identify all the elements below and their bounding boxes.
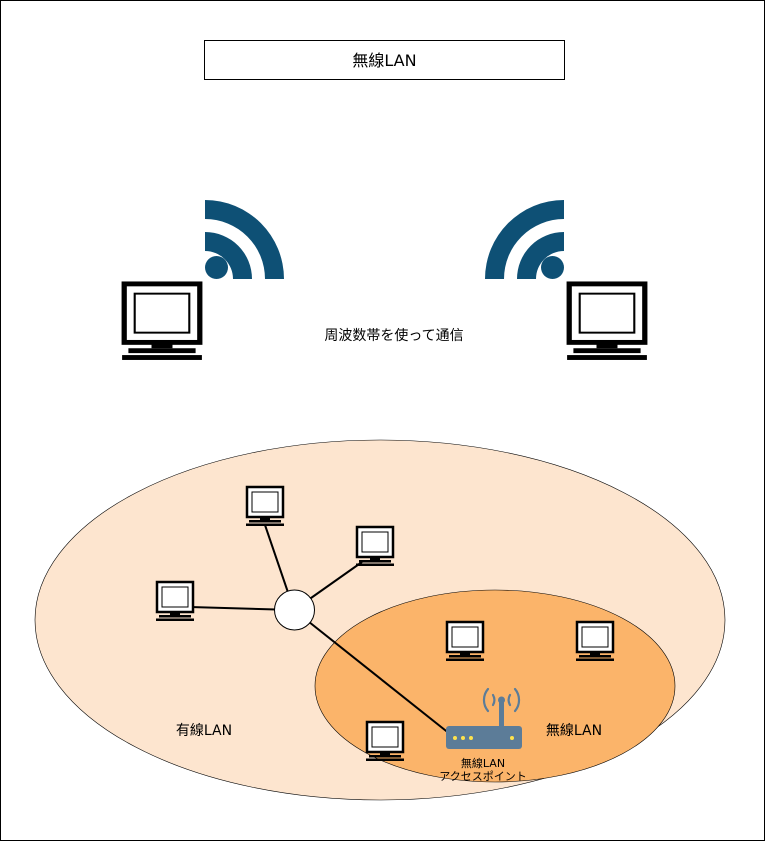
right-wifi-icon	[485, 200, 564, 279]
wired-computer-right	[354, 525, 396, 568]
wireless-computer-1	[444, 620, 486, 663]
left-wifi-icon	[205, 200, 284, 279]
right-computer-icon	[567, 284, 647, 360]
wireless-lan-label: 無線LAN	[546, 723, 602, 739]
hub-node	[274, 589, 315, 631]
wireless-router-icon	[446, 687, 522, 749]
wireless-computer-3	[364, 720, 406, 763]
wired-lan-label: 有線LAN	[176, 723, 232, 739]
wireless-comm-label: 周波数帯を使って通信	[324, 327, 463, 344]
access-point-label-line1: 無線LAN	[461, 756, 505, 770]
title-box: 無線LAN	[204, 40, 565, 80]
page-title: 無線LAN	[352, 51, 416, 70]
left-computer-icon	[122, 284, 202, 360]
access-point-label-line2: アクセスポイント	[439, 770, 526, 783]
wired-computer-top	[244, 485, 286, 528]
wireless-computer-2	[574, 620, 616, 663]
wired-computer-left	[154, 580, 196, 623]
